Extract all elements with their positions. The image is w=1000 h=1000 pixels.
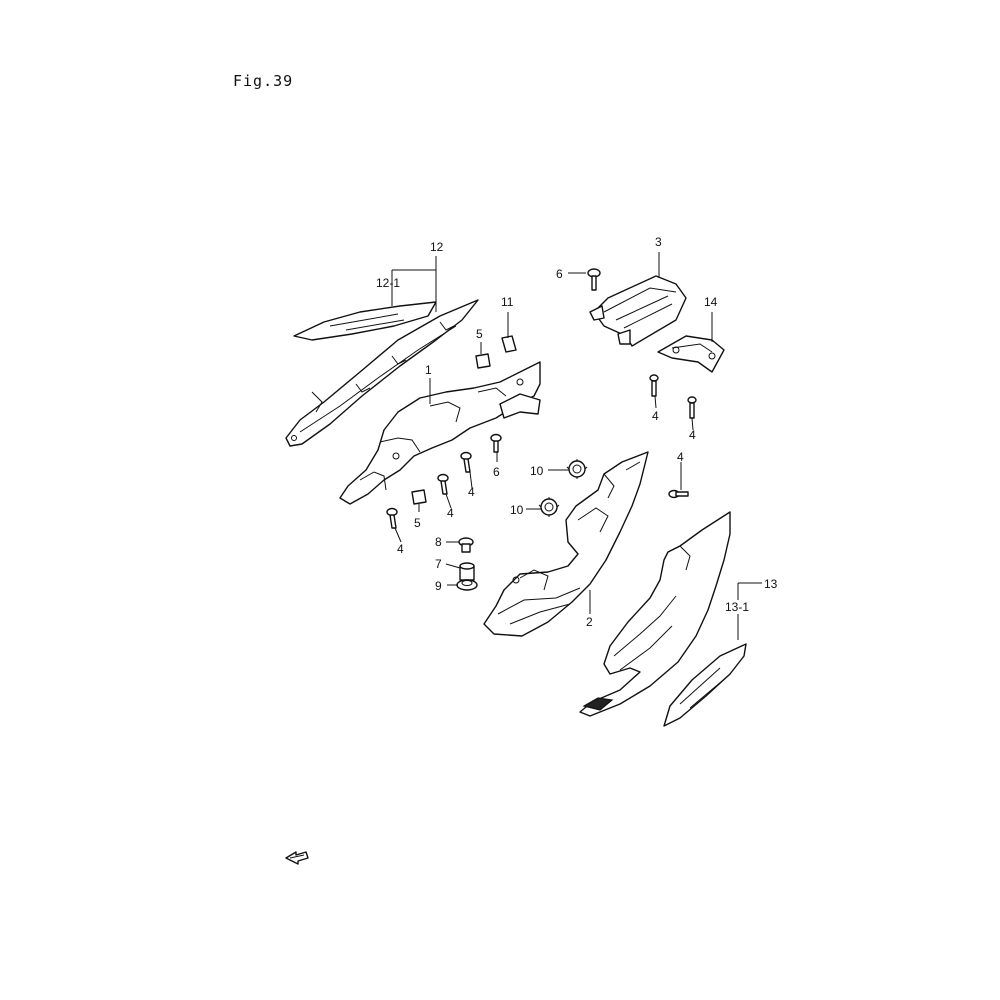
callout-5-lower: 5 (414, 516, 421, 530)
callout-11: 11 (501, 295, 514, 309)
callout-1: 1 (425, 363, 432, 377)
callout-12-1: 12-1 (376, 276, 400, 290)
callout-9: 9 (435, 579, 442, 593)
screw-4-c (386, 507, 398, 529)
nut-5-upper (475, 353, 491, 369)
callout-4-d: 4 (652, 409, 659, 423)
callout-5-upper: 5 (476, 327, 483, 341)
callout-4-e: 4 (689, 428, 696, 442)
leader-lines (391, 252, 762, 640)
part-13-1-decal (663, 643, 747, 727)
part-13-right-side-cover (579, 511, 731, 717)
callout-12: 12 (430, 240, 444, 254)
part-3-rear-upper-cover (589, 275, 687, 347)
part-1-rear-inner-cover (339, 361, 541, 505)
bolt-8 (458, 537, 474, 553)
callout-7: 7 (435, 557, 442, 571)
callout-labels: 12 12-1 1 3 6 14 11 5 5 6 4 4 4 4 4 4 10… (376, 235, 778, 629)
callout-13-1: 13-1 (725, 600, 749, 614)
callout-4-f: 4 (677, 450, 684, 464)
part-2-rear-lower-body (483, 451, 649, 637)
screw-4-f (668, 489, 689, 499)
screw-4-e (687, 396, 697, 419)
screw-4-d (649, 374, 659, 397)
callout-4-c: 4 (397, 542, 404, 556)
callout-6-middle: 6 (493, 465, 500, 479)
screw-4-a (460, 451, 472, 473)
part-12-left-side-cover (285, 299, 479, 447)
front-arrow-icon (285, 851, 309, 865)
collar-7 (459, 562, 475, 581)
callout-10-upper: 10 (530, 464, 544, 478)
callout-3: 3 (655, 235, 662, 249)
part-12-1-decal (293, 301, 437, 341)
callout-2: 2 (586, 615, 593, 629)
rubber-9 (456, 579, 478, 591)
nut-5-lower (411, 489, 427, 505)
grommet-10-lower (538, 497, 560, 517)
callout-10-lower: 10 (510, 503, 524, 517)
callout-8: 8 (435, 535, 442, 549)
callout-4-b: 4 (447, 506, 454, 520)
callout-13: 13 (764, 577, 778, 591)
callout-4-a: 4 (468, 485, 475, 499)
grommet-10-upper (566, 459, 588, 479)
screw-6-middle (490, 433, 502, 453)
callout-14: 14 (704, 295, 718, 309)
part-14-bracket-plate (657, 335, 725, 373)
figure-title: Fig.39 (233, 72, 294, 90)
screw-6-top (587, 268, 601, 291)
screw-4-b (437, 473, 449, 495)
callout-6-top: 6 (556, 267, 563, 281)
clip-11 (501, 335, 517, 353)
